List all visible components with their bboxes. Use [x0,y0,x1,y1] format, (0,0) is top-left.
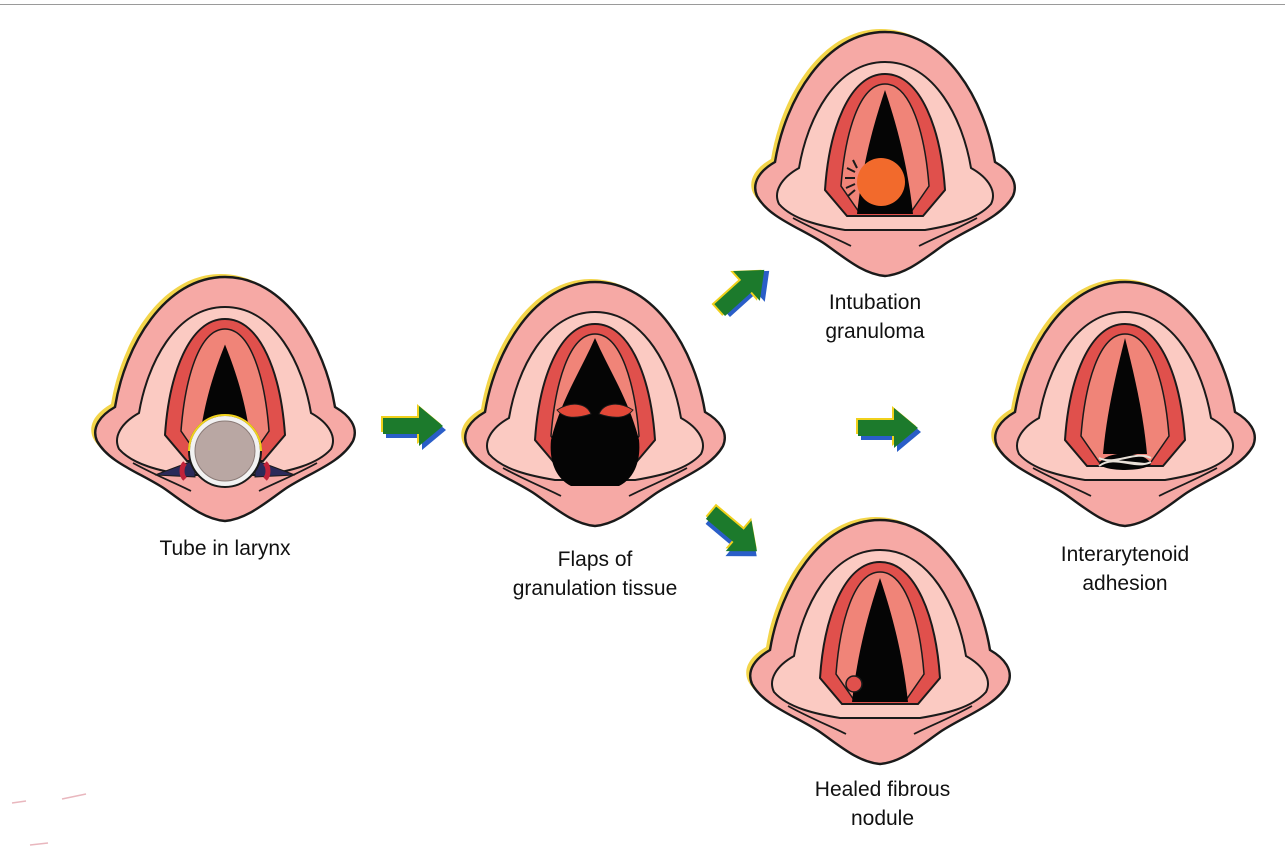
arrow-flaps-to-adhesion [856,406,921,452]
label-tube-in-larynx: Tube in larynx [120,534,330,563]
panel-flaps-granulation [461,279,725,526]
label-intubation-granuloma: Intubation granuloma [790,288,960,346]
tube-lumen [195,421,255,481]
panel-tube-in-larynx [91,274,355,521]
label-healed-fibrous-nodule: Healed fibrous nodule [780,775,985,833]
panel-interarytenoid-adhesion [991,279,1255,526]
fibrous-nodule [846,676,862,692]
label-interarytenoid-adhesion: Interarytenoid adhesion [1030,540,1220,598]
granuloma-mass [857,158,905,206]
arrow-tube-to-flaps [381,404,446,450]
arrow-flaps-to-granuloma [703,252,782,330]
panel-healed-nodule [746,517,1010,764]
label-flaps-of-granulation: Flaps of granulation tissue [475,545,715,603]
panel-intubation-granuloma [751,29,1015,276]
scan-marks [12,794,86,845]
